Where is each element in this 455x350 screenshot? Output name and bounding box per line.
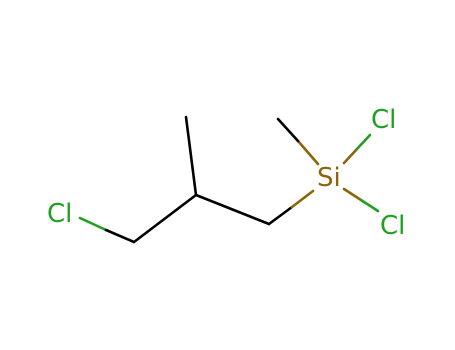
bond-c1-c2: [132, 193, 198, 244]
bond-cl1-c1-cl-half: [78, 216, 108, 232]
atom-label-cl2: Cl: [371, 105, 396, 135]
bond-si-methyl-si-half: [296, 139, 320, 166]
bond-c3-si-c-half: [267, 205, 294, 226]
bond-si-cl2-cl-half: [355, 133, 372, 151]
bond-c3-si-si-half: [290, 189, 315, 209]
bond-c2-methyl: [184, 115, 198, 197]
bond-cl1-c1-c-half: [104, 228, 136, 244]
bond-c2-c3: [194, 193, 271, 226]
bond-si-cl3-cl-half: [359, 198, 380, 213]
bond-si-cl3-si-half: [342, 187, 363, 202]
atom-label-cl1: Cl: [47, 199, 72, 229]
bond-si-methyl-c-half: [276, 117, 300, 143]
atom-label-cl3: Cl: [380, 211, 405, 241]
atom-label-si: Si: [317, 163, 341, 193]
bond-si-cl2-si-half: [342, 147, 359, 165]
